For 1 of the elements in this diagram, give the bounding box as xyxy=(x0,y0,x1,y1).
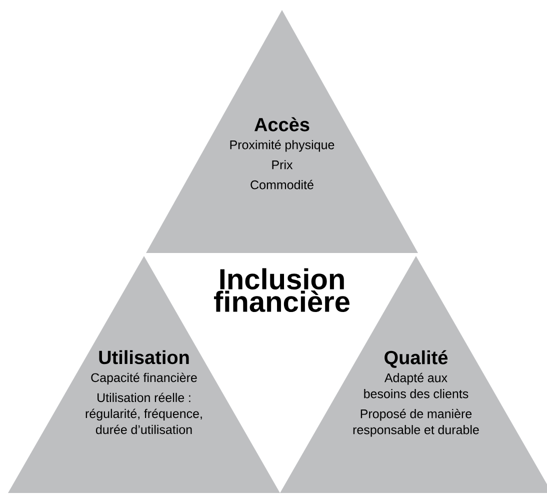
triangle-panel: Accès Proximité physique Prix Commodité xyxy=(146,10,418,253)
